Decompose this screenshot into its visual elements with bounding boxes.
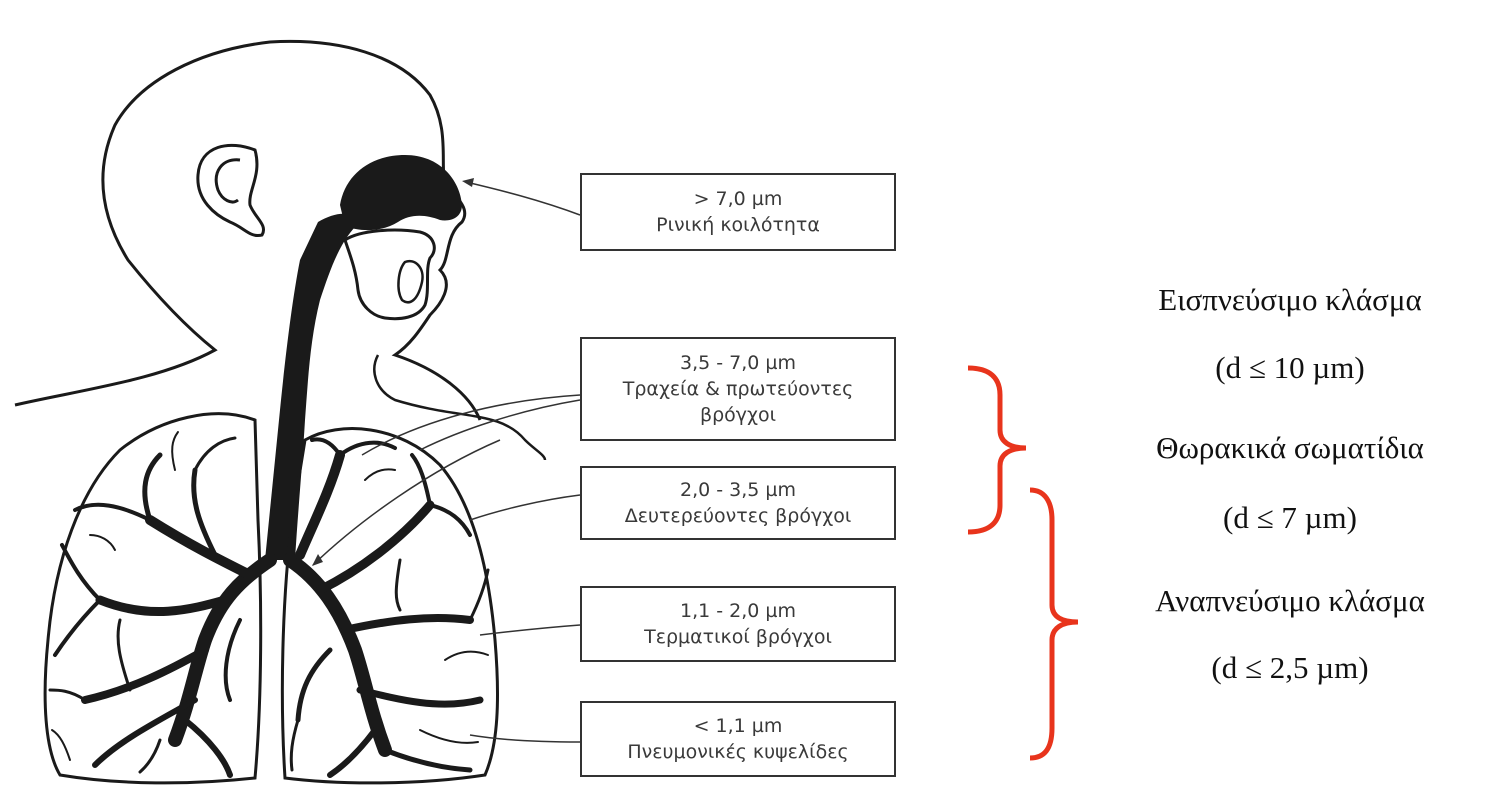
label-box-nasal: > 7,0 µm Ρινική κοιλότητα	[580, 173, 896, 251]
label-box-terminal: 1,1 - 2,0 µm Τερματικοί βρόγχοι	[580, 586, 896, 662]
box-size: > 7,0 µm	[582, 186, 894, 212]
box-size: 3,5 - 7,0 µm	[582, 350, 894, 376]
brace-inhalable-thoracic	[968, 368, 1026, 532]
fraction-inhalable-limit: (d ≤ 10 µm)	[1080, 350, 1489, 386]
box-region: Πνευμονικές κυψελίδες	[582, 739, 894, 765]
arrowhead-nasal	[462, 178, 474, 187]
box-region-line2: βρόγχοι	[582, 402, 894, 428]
pointer-secondary	[470, 495, 580, 520]
fraction-respirable-name: Αναπνεύσιμο κλάσμα	[1080, 583, 1489, 619]
pointer-alveoli	[470, 735, 580, 742]
trachea	[265, 214, 360, 560]
pointer-primary-bronchi	[420, 400, 580, 450]
label-box-alveoli: < 1,1 µm Πνευμονικές κυψελίδες	[580, 701, 896, 777]
label-box-trachea: 3,5 - 7,0 µm Τραχεία & πρωτεύοντες βρόγχ…	[580, 337, 896, 441]
box-region: Δευτερεύοντες βρόγχοι	[582, 503, 894, 529]
shoulder-outline	[374, 355, 545, 460]
box-region: Τερματικοί βρόγχοι	[582, 624, 894, 650]
tongue-outline	[398, 261, 422, 302]
right-lung-outline	[282, 429, 497, 783]
box-region: Ρινική κοιλότητα	[582, 212, 894, 238]
pointer-nasal	[466, 182, 580, 215]
box-region-line1: Τραχεία & πρωτεύοντες	[582, 376, 894, 402]
box-size: 1,1 - 2,0 µm	[582, 598, 894, 624]
brace-respirable	[1030, 490, 1078, 758]
mouth-outline	[345, 230, 434, 319]
fraction-thoracic-limit: (d ≤ 7 µm)	[1080, 500, 1489, 536]
left-bronchial-tree	[50, 432, 270, 775]
box-size: 2,0 - 3,5 µm	[582, 477, 894, 503]
box-size: < 1,1 µm	[582, 713, 894, 739]
fraction-thoracic-name: Θωρακικά σωματίδια	[1080, 430, 1489, 466]
fraction-respirable-limit: (d ≤ 2,5 µm)	[1080, 650, 1489, 686]
fraction-inhalable-name: Εισπνεύσιμο κλάσμα	[1080, 282, 1489, 318]
label-box-secondary: 2,0 - 3,5 µm Δευτερεύοντες βρόγχοι	[580, 466, 896, 540]
ear-outline	[198, 145, 264, 235]
arrowhead-trachea	[312, 554, 323, 566]
